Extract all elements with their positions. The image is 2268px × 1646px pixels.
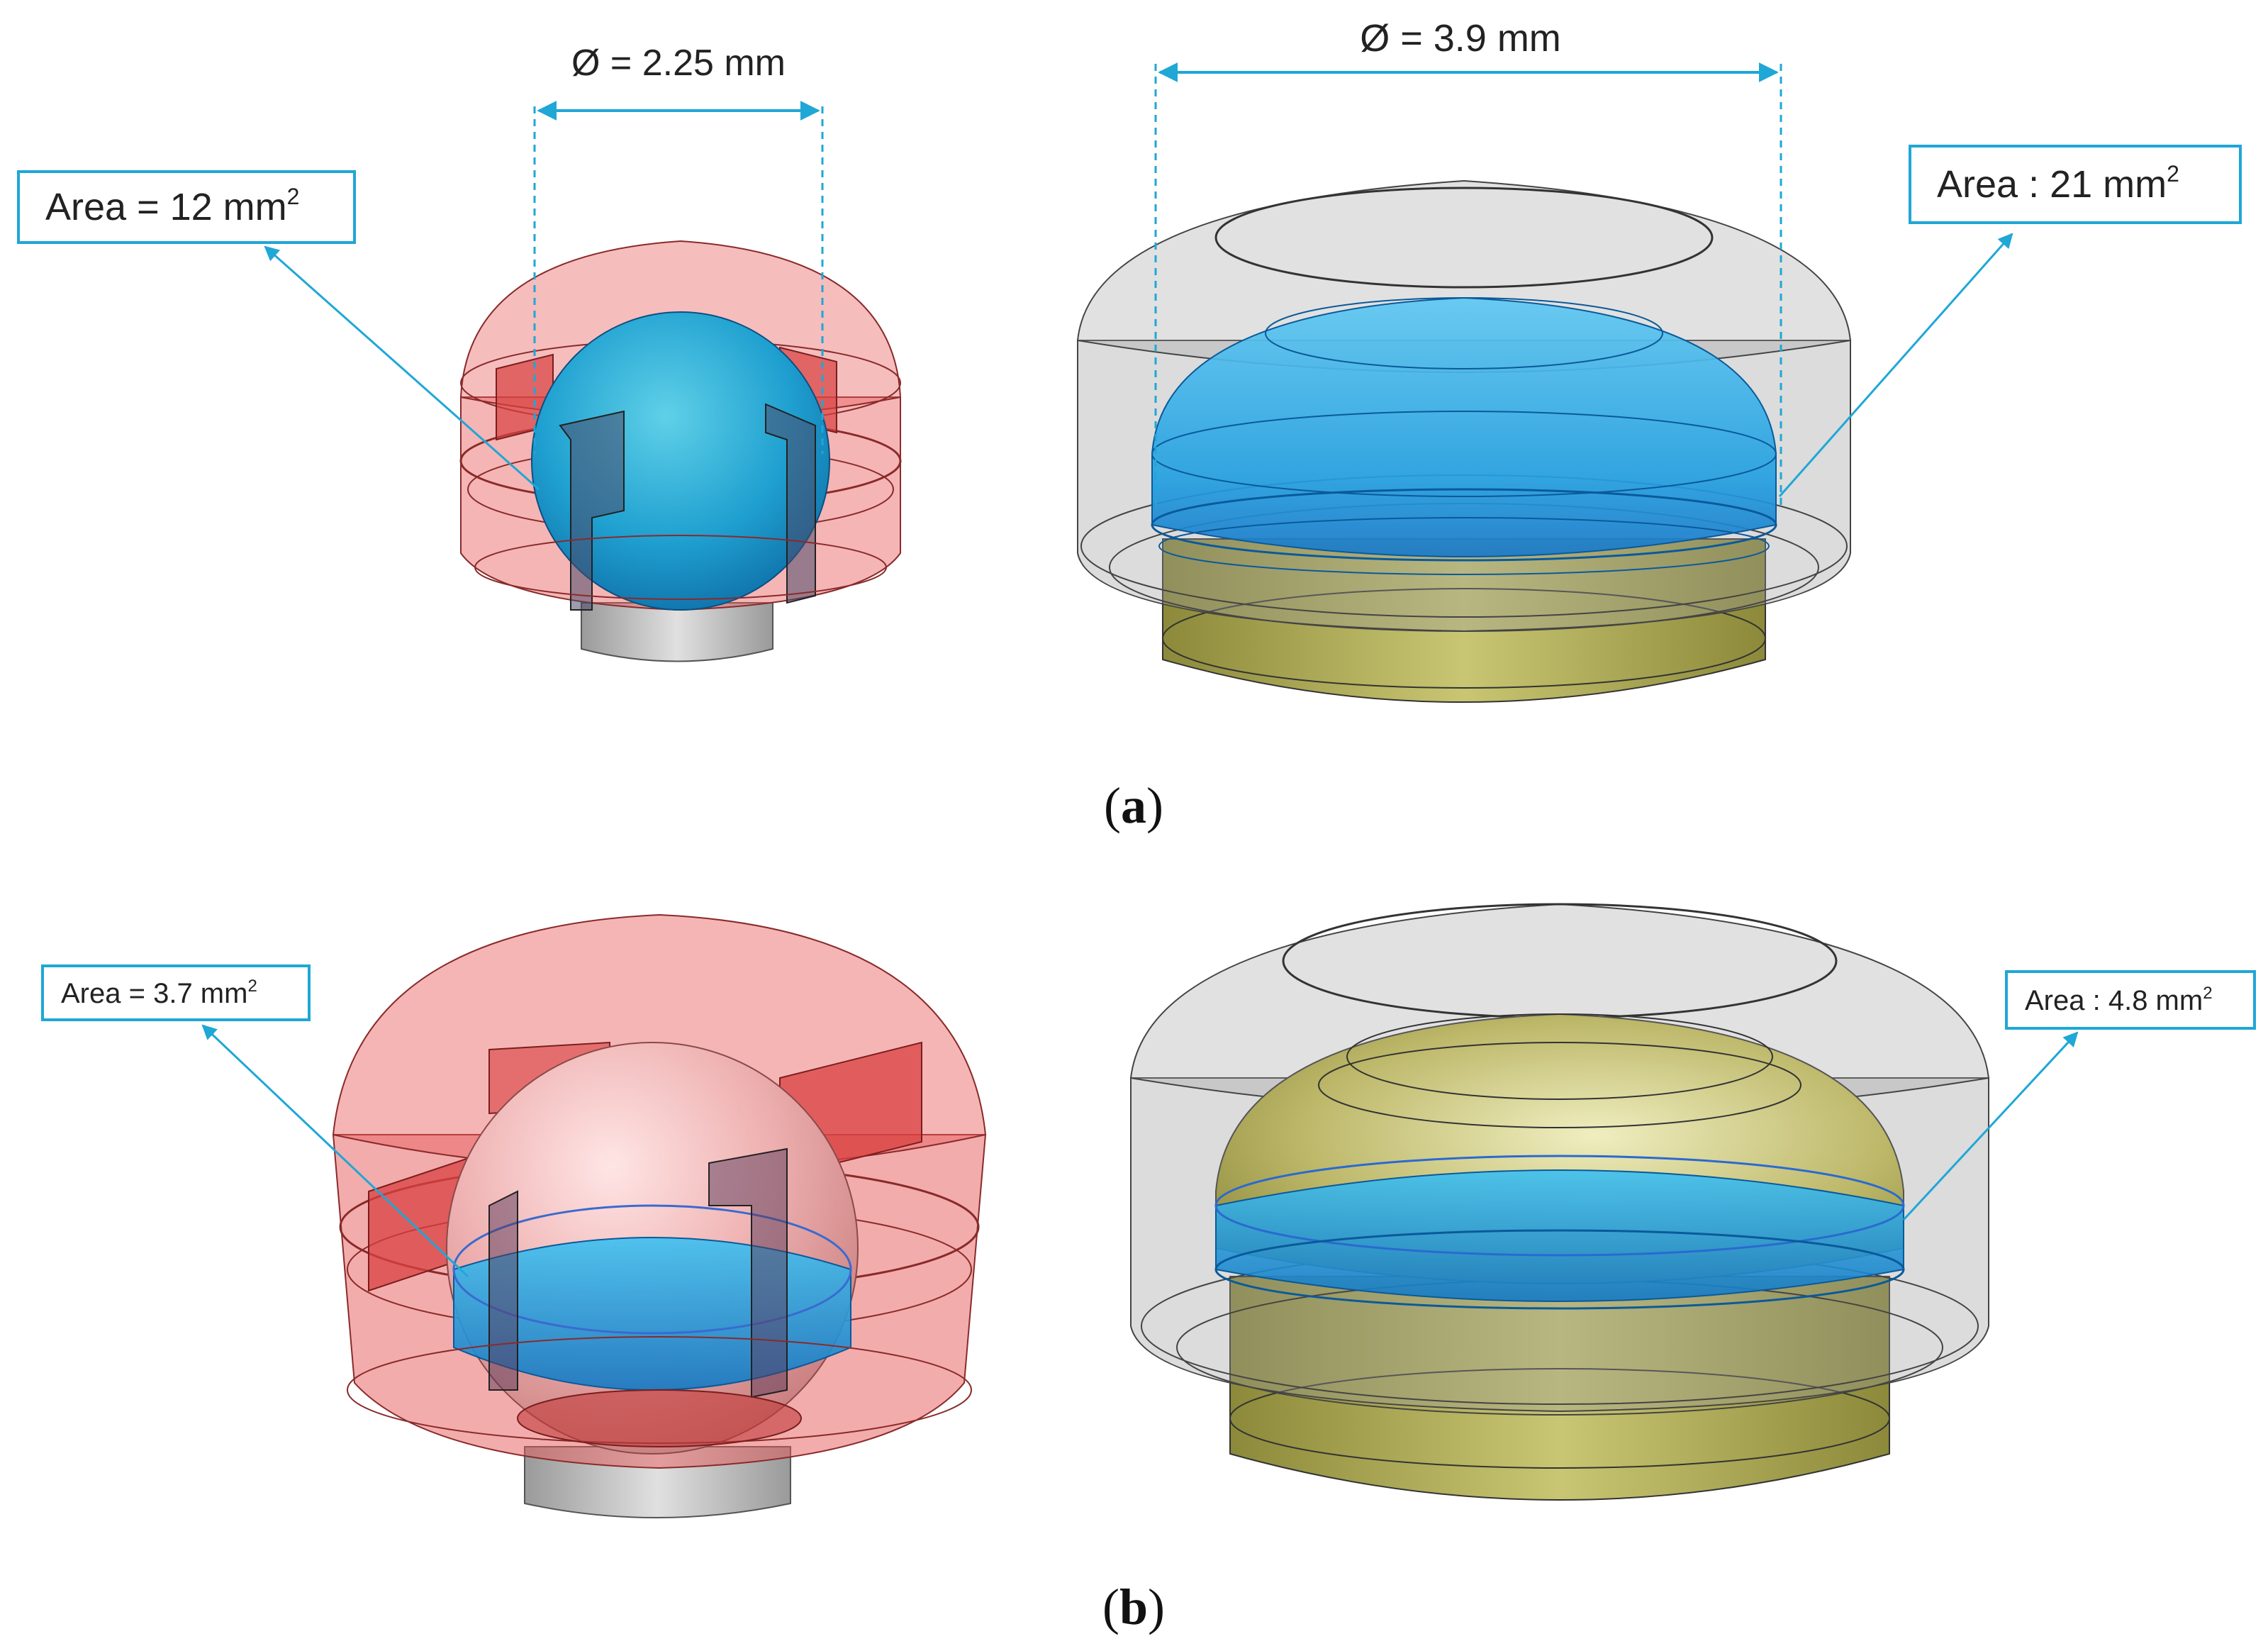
panel-a-left-diameter-label: Ø = 2.25 mm <box>571 43 786 84</box>
panel-b-left-area-box <box>41 964 311 1021</box>
caption-b: b <box>1119 1579 1148 1635</box>
svg-text:(a): (a) <box>1104 777 1163 834</box>
panel-a-left-model <box>459 240 902 662</box>
panel-a-right-model <box>1076 179 1852 703</box>
panel-a-right-dimension: Ø = 3.9 mm <box>1154 17 1782 511</box>
panel-b-left-area-callout: Area = 3.7 mm2 <box>41 964 469 1278</box>
panel-b-right-area-sup: 2 <box>2203 984 2212 1003</box>
panel-a-right-area-sup: 2 <box>2167 161 2179 187</box>
panel-a-right-diameter-label: Ø = 3.9 mm <box>1360 17 1561 60</box>
panel-a-left-area-callout: Area = 12 mm2 <box>17 170 540 491</box>
panel-b-right-area-label: Area : 4.8 mm <box>2025 985 2203 1016</box>
panel-b-right-model <box>1129 903 1990 1501</box>
panel-a-right-area-label: Area : 21 mm <box>1937 163 2167 206</box>
svg-text:Area : 21 mm2: Area : 21 mm2 <box>1937 161 2179 206</box>
panel-b-right-area-box <box>2005 970 2256 1030</box>
caption-a: a <box>1121 777 1146 834</box>
panel-a-left-area-sup: 2 <box>287 184 300 209</box>
panel-a-left-area-label: Area = 12 mm <box>45 186 287 228</box>
panel-a-right-area-box <box>1909 145 2242 224</box>
svg-text:Area = 3.7 mm2: Area = 3.7 mm2 <box>61 977 257 1009</box>
svg-text:Area = 12 mm2: Area = 12 mm2 <box>45 184 299 228</box>
panel-a-right-area-callout: Area : 21 mm2 <box>1778 145 2242 497</box>
svg-text:(b): (b) <box>1102 1579 1165 1635</box>
panel-b-right-area-callout: Area : 4.8 mm2 <box>1902 970 2256 1221</box>
panel-a-left-area-box <box>17 170 356 244</box>
panel-a-left-dimension: Ø = 2.25 mm <box>533 43 824 454</box>
svg-text:Area : 4.8 mm2: Area : 4.8 mm2 <box>2025 984 2213 1016</box>
panel-b-left-model <box>332 913 987 1518</box>
panel-b-left-area-sup: 2 <box>247 977 257 996</box>
panel-b-left-area-label: Area = 3.7 mm <box>61 978 247 1009</box>
